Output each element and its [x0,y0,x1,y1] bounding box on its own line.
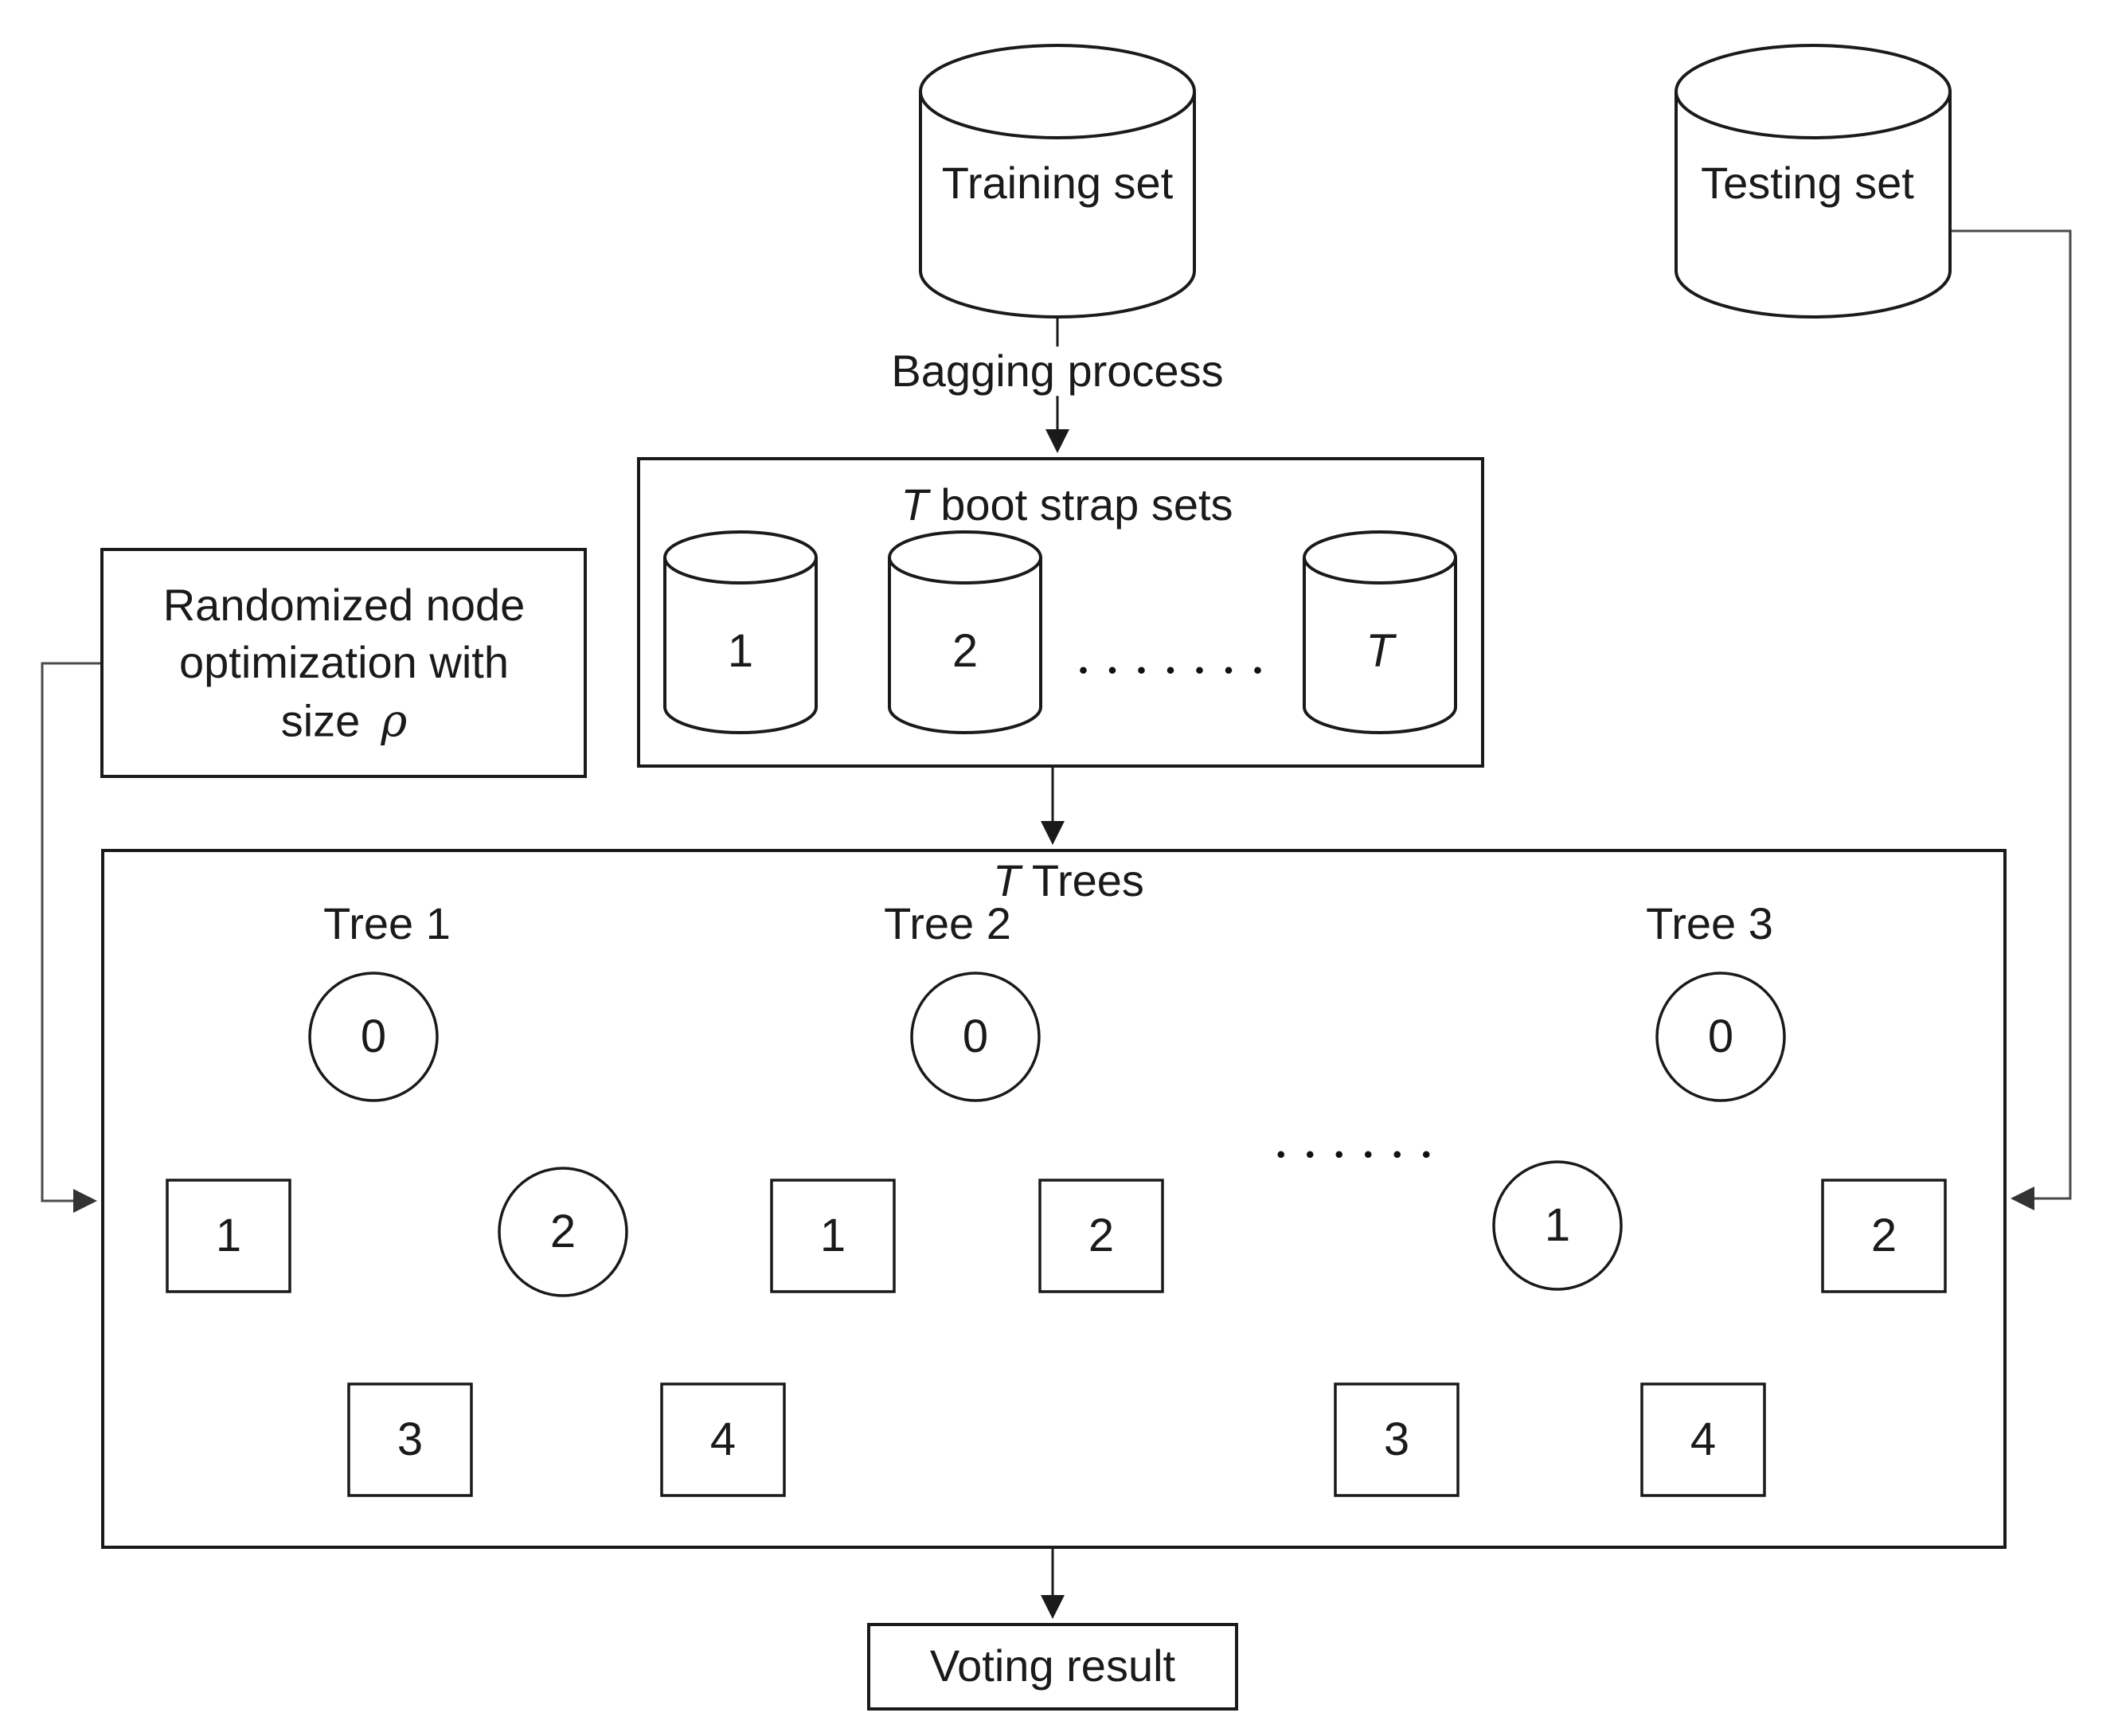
testing-set-label: Testing set [1701,158,1914,209]
bootstrap-sets-title: T boot strap sets [901,480,1233,530]
forest-box-title: T Trees [993,856,1144,905]
tree3-leaf2-label: 2 [1870,1210,1897,1262]
tree1-leaf3-label: 3 [397,1413,424,1466]
voting-result-label: Voting result [929,1640,1176,1691]
randomized-box-line1: Randomized node [162,580,526,631]
rho-symbol: ρ [381,695,408,748]
connector-testing-to-forest [1950,229,2072,1210]
tree1-leaf1-label: 1 [215,1210,242,1262]
tree1-leaf3-square [347,1382,473,1497]
randomized-node-box [100,548,587,778]
bootstrap-cylinder-T-label: T [1366,625,1394,678]
bootstrap-title-rest: boot strap sets [928,479,1233,530]
bootstrap-cylinder-T-icon [1303,530,1457,734]
tree1-leaf4-square [660,1382,786,1497]
tree1-leaf4-label: 4 [709,1413,737,1466]
tree2-node0-label: 0 [962,1011,989,1063]
bootstrap-cylinder-2-icon [888,530,1042,734]
testing-set-cylinder-icon [1675,44,1952,319]
tree2-leaf2-square [1038,1179,1164,1293]
bootstrap-cylinder-2-label: 2 [952,625,979,678]
bootstrap-cylinder-1-label: 1 [727,625,754,678]
forest-title-rest: Trees [1020,855,1144,906]
tree1-node2-circle [498,1167,628,1297]
tree1-node2-label: 2 [549,1206,576,1258]
tree3-leaf3-square [1334,1382,1460,1497]
tree3-leaf4-square [1640,1382,1766,1497]
training-set-label: Training set [941,158,1174,209]
tree3-leaf3-label: 3 [1383,1413,1410,1466]
tree3-node1-circle [1492,1160,1623,1291]
randomized-box-line2: optimization with [179,637,509,688]
bagging-process-label: Bagging process [880,346,1235,396]
tree2-leaf2-label: 2 [1088,1210,1115,1262]
forest-title-T: T [993,855,1021,906]
tree3-leaf4-label: 4 [1690,1413,1717,1466]
forest-ellipsis-dots: •••••• [1276,1141,1452,1168]
tree2-leaf1-square [770,1179,896,1293]
tree1-node0-label: 0 [360,1011,387,1063]
tree1-leaf1-square [166,1179,291,1293]
bootstrap-cylinder-1-icon [663,530,818,734]
tree1-label: Tree 1 [323,898,451,949]
bootstrap-ellipsis-dots: ••••••• [1079,657,1283,684]
bootstrap-title-T: T [901,479,928,530]
training-set-cylinder-icon [919,44,1196,319]
tree3-node0-circle [1655,972,1786,1102]
tree3-label: Tree 3 [1646,898,1773,949]
voting-result-box [867,1623,1238,1711]
tree3-node1-label: 1 [1544,1199,1571,1252]
tree1-node0-circle [308,972,439,1102]
tree2-node0-circle [910,972,1041,1102]
randomized-size-word: size [280,695,361,746]
tree3-leaf2-square [1821,1179,1947,1293]
connector-randomized-to-forest [41,662,102,1213]
tree2-label: Tree 2 [884,898,1011,949]
tree3-node0-label: 0 [1707,1011,1734,1063]
tree2-leaf1-label: 1 [819,1210,846,1262]
